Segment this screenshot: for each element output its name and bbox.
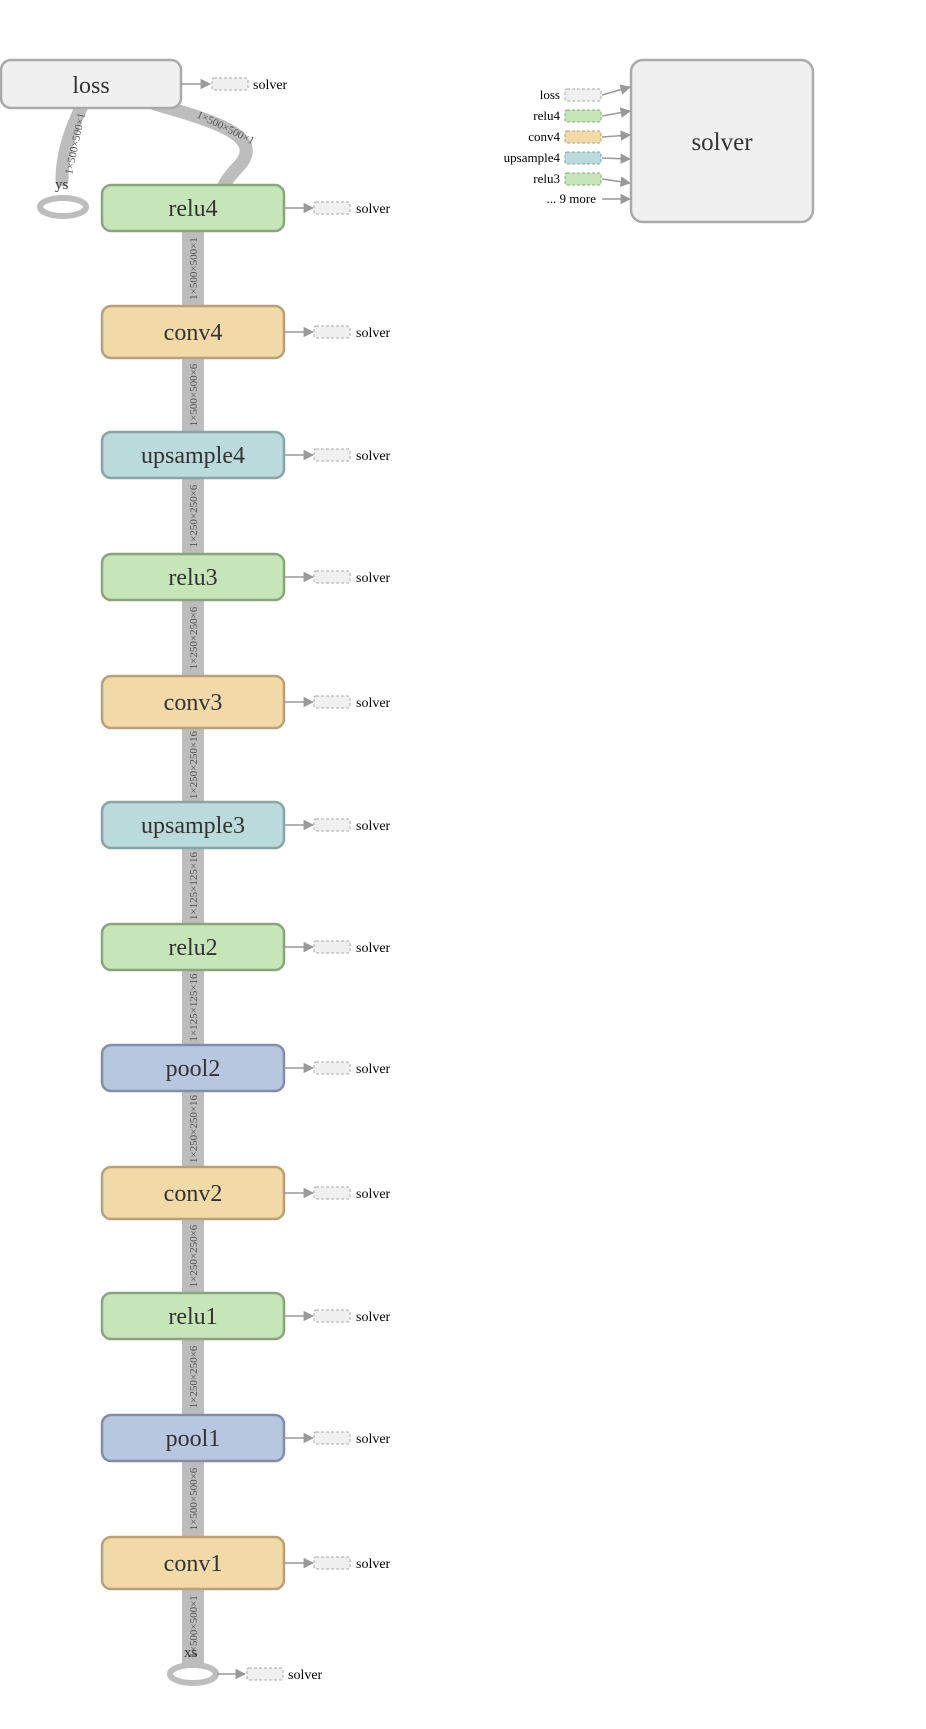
layer-solver-stub <box>313 570 351 584</box>
layer-node-label: conv2 <box>164 1181 223 1207</box>
solver-input-arrow <box>601 130 632 141</box>
solver-input-arrow <box>601 84 632 96</box>
solver-input-label: conv4 <box>528 129 560 144</box>
loss-solver-label: solver <box>253 78 288 93</box>
layer-node-label: conv1 <box>164 1551 223 1577</box>
layer-solver-label: solver <box>356 1310 391 1325</box>
loss-solver-stub <box>211 77 249 91</box>
layer-solver-stub <box>313 1309 351 1323</box>
solver-input-list: loss relu4 conv4 upsample4 relu3 ... 9 more <box>504 84 632 206</box>
layer-solver-stub <box>313 1556 351 1570</box>
layer-solver-label: solver <box>356 571 391 586</box>
layer-node-relu4: relu4 solver <box>100 183 391 233</box>
layer-solver-label: solver <box>356 449 391 464</box>
layer-solver-stub <box>313 695 351 709</box>
layer-solver-stub <box>313 201 351 215</box>
xs-input-ellipse[interactable] <box>167 1662 219 1686</box>
solver-input-swatch <box>564 109 602 123</box>
layer-solver-stub <box>313 940 351 954</box>
layer-solver-label: solver <box>356 696 391 711</box>
loss-edge-curve <box>148 97 253 197</box>
loss-edge-label-right: 1×500×500×1 <box>195 109 257 147</box>
layer-node-label: conv3 <box>164 690 223 716</box>
solver-input-label: relu3 <box>533 171 560 186</box>
layer-solver-label: solver <box>356 326 391 341</box>
ys-input-ellipse[interactable] <box>37 195 89 219</box>
solver-input-swatch <box>564 88 602 102</box>
solver-input-arrow <box>601 153 632 164</box>
layer-solver-stub <box>313 325 351 339</box>
layer-solver-label: solver <box>356 1062 391 1077</box>
xs-solver-stub <box>246 1667 284 1681</box>
chain-edge-label: 1×250×250×6 <box>188 606 200 669</box>
loss-node-group: 1×500×500×1 1×500×500×1 ys loss solver <box>0 58 288 219</box>
layer-solver-label: solver <box>356 819 391 834</box>
chain-edge-label: 1×125×125×16 <box>188 973 200 1042</box>
chain-edge-label: 1×500×500×6 <box>188 363 200 426</box>
layer-node-conv1: conv1 solver <box>100 1535 391 1591</box>
layer-node-label: relu3 <box>168 565 217 591</box>
layer-solver-label: solver <box>356 1557 391 1572</box>
layer-chain: 1×500×500×1 1×500×500×6 1×250×250×6 1×250×2… <box>100 183 391 1686</box>
solver-box[interactable] <box>629 58 815 224</box>
layer-node-label: relu1 <box>168 1304 217 1330</box>
layer-solver-stub <box>313 448 351 462</box>
loss-edge-curve <box>55 99 89 187</box>
solver-input-label: loss <box>540 87 560 102</box>
chain-edge-label: 1×500×500×1 <box>188 1595 200 1658</box>
solver-more-label[interactable]: ... 9 more <box>547 191 597 206</box>
xs-solver-label: solver <box>288 1668 323 1683</box>
solver-input-label: relu4 <box>533 108 560 123</box>
solver-input-label: upsample4 <box>504 150 561 165</box>
solver-input-swatch <box>564 172 602 186</box>
layer-node-upsample4: upsample4 solver <box>100 430 391 480</box>
layer-node-relu3: relu3 solver <box>100 552 391 602</box>
solver-input-arrow <box>601 176 632 187</box>
layer-node-relu1: relu1 solver <box>100 1291 391 1341</box>
chain-edge-label: 1×125×125×16 <box>188 851 200 920</box>
layer-node-conv4: conv4 solver <box>100 304 391 360</box>
layer-node-label: pool2 <box>166 1056 221 1082</box>
solver-input-swatch <box>564 130 602 144</box>
layer-node-relu2: relu2 solver <box>100 922 391 972</box>
chain-edge-label: 1×250×250×6 <box>188 1224 200 1287</box>
xs-label: xs <box>184 1645 198 1661</box>
loss-node-label: loss <box>72 73 109 99</box>
chain-edge-label: 1×250×250×16 <box>188 730 200 799</box>
chain-edge-label: 1×500×500×1 <box>188 237 200 300</box>
layer-node-label: upsample4 <box>141 443 245 469</box>
layer-solver-label: solver <box>356 941 391 956</box>
layer-solver-stub <box>313 1061 351 1075</box>
layer-node-label: relu2 <box>168 935 217 961</box>
solver-input-arrow <box>601 107 632 118</box>
layer-node-conv2: conv2 solver <box>100 1165 391 1221</box>
chain-edge-label: 1×250×250×16 <box>188 1094 200 1163</box>
layer-solver-label: solver <box>356 202 391 217</box>
layer-node-conv3: conv3 solver <box>100 674 391 730</box>
layer-node-upsample3: upsample3 solver <box>100 800 391 850</box>
ys-label: ys <box>55 177 69 193</box>
layer-solver-stub <box>313 1186 351 1200</box>
layer-node-pool2: pool2 solver <box>100 1043 391 1093</box>
chain-edge-label: 1×500×500×6 <box>188 1467 200 1530</box>
layer-solver-stub <box>313 1431 351 1445</box>
solver-box-group: solver loss relu4 conv4 upsample4 relu3 ... 9… <box>504 58 815 224</box>
layer-node-label: conv4 <box>164 320 223 346</box>
chain-edge-label: 1×250×250×6 <box>188 1345 200 1408</box>
layer-node-label: relu4 <box>168 196 217 222</box>
layer-node-pool1: pool1 solver <box>100 1413 391 1463</box>
solver-box-label: solver <box>691 129 753 156</box>
layer-solver-stub <box>313 818 351 832</box>
layer-node-label: upsample3 <box>141 813 245 839</box>
layer-solver-label: solver <box>356 1432 391 1447</box>
solver-input-swatch <box>564 151 602 165</box>
layer-solver-label: solver <box>356 1187 391 1202</box>
layer-node-label: pool1 <box>166 1426 221 1452</box>
chain-edge-label: 1×250×250×6 <box>188 484 200 547</box>
